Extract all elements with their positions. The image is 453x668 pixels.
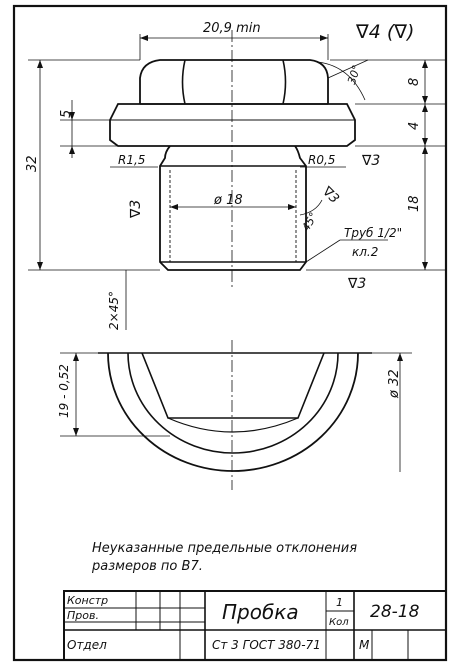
row3-label: Отдел xyxy=(67,638,107,652)
thread-spec-leader xyxy=(305,239,341,263)
chamfer-45-arc xyxy=(299,199,323,216)
chamfer-thread-label: 45° xyxy=(299,210,320,233)
scale-letter: М xyxy=(359,638,370,652)
radius-left-label: R1,5 xyxy=(118,153,145,167)
material: Ст 3 ГОСТ 380-71 xyxy=(212,638,321,652)
thread-length-label: 18 xyxy=(407,195,422,212)
row1-label: Констр xyxy=(67,594,108,607)
end-chamfer-label: 2×45° xyxy=(107,291,121,330)
hex-head xyxy=(139,59,329,105)
collar-height-label: 4 xyxy=(407,122,422,130)
across-flats-label: 20,9 min xyxy=(203,21,261,36)
dim-collar-diameter xyxy=(372,352,412,472)
note-line1: Неуказанные предельные отклонения xyxy=(92,541,357,556)
roughness-mark-1: ∇3 xyxy=(361,153,380,169)
collar xyxy=(109,103,356,147)
roughness-mark-3: ∇3 xyxy=(318,184,341,207)
thread-spec-line2: кл.2 xyxy=(352,245,378,259)
title-block xyxy=(63,590,447,661)
radius-right-label: R0,5 xyxy=(308,153,335,167)
total-height-label: 32 xyxy=(25,155,40,172)
roughness-mark-4: ∇3 xyxy=(347,276,366,292)
collar-offset-label: 5 xyxy=(59,110,74,118)
dim-left-stack xyxy=(28,59,160,271)
note-line2: размеров по В7. xyxy=(91,559,203,574)
roughness-mark-2: ∇3 xyxy=(128,200,144,219)
threaded-shank xyxy=(159,145,307,271)
top-view xyxy=(98,340,372,490)
dim-across-flats xyxy=(139,34,329,60)
hex-width-top-label: 19 - 0,52 xyxy=(57,364,71,418)
collar-diameter-label: ø 32 xyxy=(387,369,402,399)
dim-right-stack xyxy=(306,59,445,271)
hex-height-label: 8 xyxy=(407,78,422,86)
quantity-label: Кол xyxy=(329,617,349,628)
drawing-number: 28-18 xyxy=(370,602,420,622)
dim-thread-diameter xyxy=(170,204,296,210)
roughness-general: ∇4 (∇) xyxy=(355,21,414,43)
quantity: 1 xyxy=(336,596,343,609)
dim-chamfer-top xyxy=(317,59,369,101)
thread-diameter-label: ø 18 xyxy=(213,193,243,208)
chamfer-top-label: 30° xyxy=(345,63,363,86)
row2-label: Пров. xyxy=(67,609,99,622)
part-name: Пробка xyxy=(222,600,299,624)
thread-spec-line1: Труб 1/2" xyxy=(344,226,402,240)
dim-hex-width-top xyxy=(60,352,170,437)
